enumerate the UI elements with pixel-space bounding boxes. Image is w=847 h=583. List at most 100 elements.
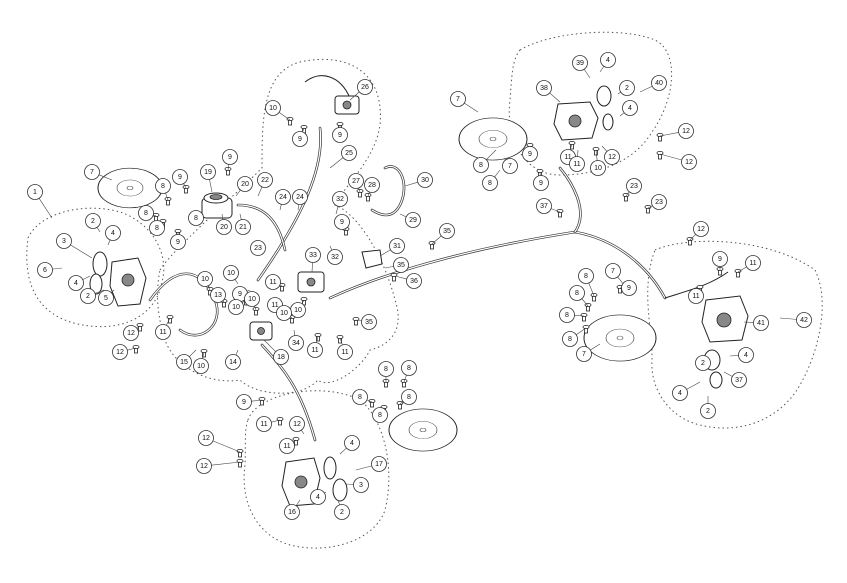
callout-number: 4 — [678, 390, 682, 397]
callout-number: 4 — [744, 352, 748, 359]
part-callout-7: 7 — [450, 91, 466, 107]
callout-number: 2 — [625, 85, 629, 92]
leader-line — [723, 371, 733, 377]
brake-disc-top-center — [458, 117, 528, 161]
callout-number: 10 — [227, 270, 235, 277]
bolt-icon — [568, 140, 576, 150]
leader-line — [221, 213, 224, 220]
part-callout-39: 39 — [572, 55, 588, 71]
part-callout-35: 35 — [393, 257, 409, 273]
callout-number: 39 — [576, 60, 584, 67]
callout-number: 27 — [352, 178, 360, 185]
mounting-bracket — [361, 249, 383, 269]
leader-line — [337, 499, 340, 505]
part-callout-8: 8 — [352, 389, 368, 405]
fastener-group — [132, 117, 742, 468]
part-callout-8: 8 — [378, 361, 394, 377]
callout-number: 35 — [365, 319, 373, 326]
rear-left-hose — [260, 343, 317, 442]
leader-line — [403, 374, 407, 383]
part-callout-9: 9 — [334, 214, 350, 230]
leader-line — [686, 381, 701, 390]
leader-line — [588, 282, 595, 297]
callout-number: 12 — [608, 154, 616, 161]
leader-line — [345, 483, 354, 485]
part-callout-3: 3 — [353, 477, 369, 493]
brake-disc-right — [583, 314, 657, 362]
callout-number: 8 — [384, 366, 388, 373]
callout-number: 11 — [341, 349, 348, 356]
leader-line — [257, 186, 263, 197]
part-callout-17: 17 — [371, 456, 387, 472]
part-callout-9: 9 — [621, 280, 637, 296]
callout-number: 37 — [735, 377, 743, 384]
part-callout-9: 9 — [222, 149, 238, 165]
bolt-icon — [132, 344, 140, 354]
part-callout-7: 7 — [576, 346, 592, 362]
main-brake-line — [328, 166, 667, 300]
part-callout-4: 4 — [738, 347, 754, 363]
leader-line — [279, 204, 282, 211]
leader-line — [127, 347, 137, 351]
leader-line — [659, 153, 682, 161]
part-callout-10: 10 — [223, 265, 239, 281]
leader-line — [239, 213, 242, 220]
zone-rear-right-caliper — [647, 240, 823, 429]
leader-line — [659, 132, 679, 137]
leader-line — [329, 157, 344, 169]
assemblies — [89, 75, 749, 507]
caliper-front-right — [553, 85, 614, 141]
leader-line — [464, 102, 479, 113]
part-callout-41: 41 — [753, 315, 769, 331]
callout-number: 34 — [292, 340, 300, 347]
callout-number: 2 — [86, 293, 90, 300]
callout-number: 8 — [155, 225, 159, 232]
zone-group — [26, 31, 823, 549]
callout-number: 10 — [232, 304, 240, 311]
rear-pedal-master — [249, 321, 273, 341]
callout-number: 10 — [294, 307, 302, 314]
bolt-icon — [258, 396, 266, 406]
callout-number: 32 — [331, 254, 339, 261]
part-callout-8: 8 — [138, 205, 154, 221]
master-cylinder-top — [304, 75, 360, 115]
callout-number: 9 — [718, 256, 722, 263]
leader-line — [96, 227, 101, 233]
part-callout-9: 9 — [712, 251, 728, 267]
part-callout-23: 23 — [250, 240, 266, 256]
leader-line — [379, 249, 391, 257]
callout-number: 7 — [90, 169, 94, 176]
leader-line — [576, 327, 587, 335]
part-callout-2: 2 — [695, 355, 711, 371]
part-callout-10: 10 — [290, 302, 306, 318]
part-callout-11: 11 — [569, 156, 585, 172]
part-callout-2: 2 — [334, 504, 350, 520]
leader-line — [358, 187, 361, 193]
leader-line — [399, 401, 404, 405]
callout-number: 26 — [361, 84, 369, 91]
leader-line — [625, 191, 630, 197]
part-callout-9: 9 — [332, 127, 348, 143]
leader-line — [355, 319, 362, 322]
leader-line — [404, 181, 418, 187]
leader-line — [583, 69, 591, 79]
part-callout-4: 4 — [600, 52, 616, 68]
part-callout-28: 28 — [364, 177, 380, 193]
part-callout-4: 4 — [622, 100, 638, 116]
bolt-icon — [644, 204, 652, 214]
bolt-icon — [584, 302, 592, 312]
bolt-icon — [400, 378, 408, 388]
part-callout-19: 19 — [200, 164, 216, 180]
bolt-icon — [396, 400, 404, 410]
leader-line — [136, 325, 141, 329]
leader-line — [211, 461, 241, 466]
callout-number: 10 — [269, 105, 277, 112]
callout-number: 4 — [628, 105, 632, 112]
callout-number: 8 — [161, 183, 165, 190]
bolt-icon — [236, 458, 244, 468]
callout-number: 8 — [488, 180, 492, 187]
part-callout-12: 12 — [198, 430, 214, 446]
part-callout-11: 11 — [688, 288, 704, 304]
leader-line — [165, 192, 169, 201]
